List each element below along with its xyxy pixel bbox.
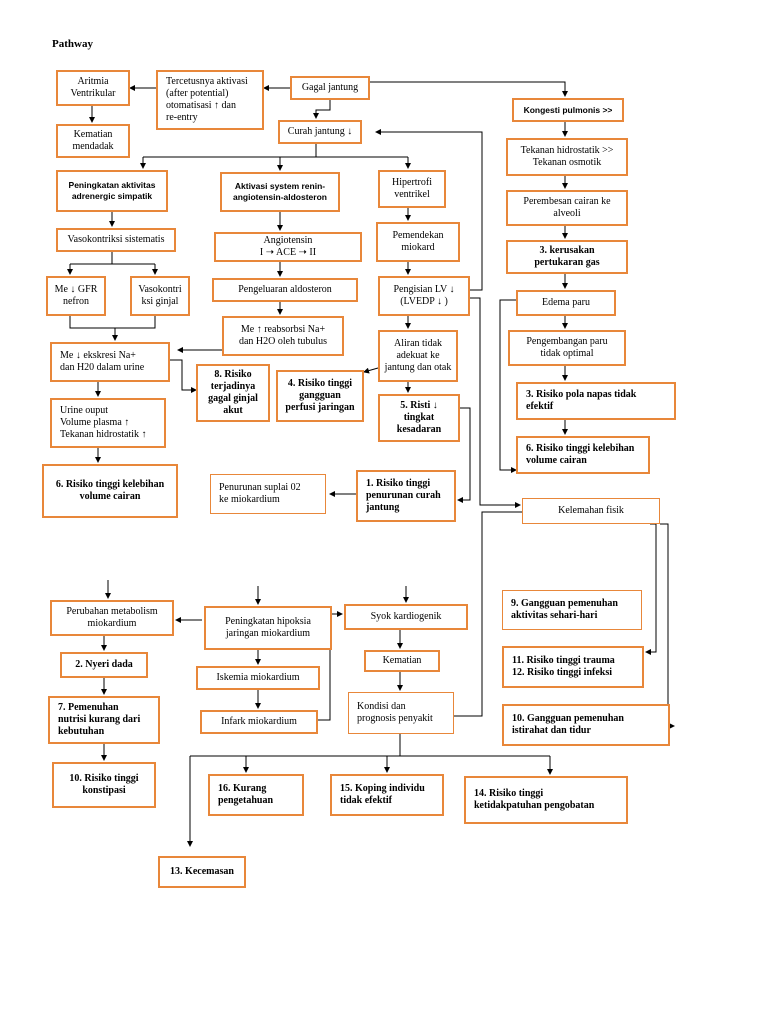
box-perfusi: 4. Risiko tinggi gangguan perfusi jaring… bbox=[276, 370, 364, 422]
box-trauma-infeksi: 11. Risiko tinggi trauma 12. Risiko ting… bbox=[502, 646, 644, 688]
box-kecemasan: 13. Kecemasan bbox=[158, 856, 246, 888]
box-aritmia: Aritmia Ventrikular bbox=[56, 70, 130, 106]
box-nyeri-dada: 2. Nyeri dada bbox=[60, 652, 148, 678]
box-tekanan-hidrostatik: Tekanan hidrostatik >> Tekanan osmotik bbox=[506, 138, 628, 176]
box-koping: 15. Koping individu tidak efektif bbox=[330, 774, 444, 816]
box-syok: Syok kardiogenik bbox=[344, 604, 468, 630]
box-urine-output: Urine ouput Volume plasma ↑ Tekanan hidr… bbox=[50, 398, 166, 448]
box-kematian-mendadak: Kematian mendadak bbox=[56, 124, 130, 158]
box-konstipasi: 10. Risiko tinggi konstipasi bbox=[52, 762, 156, 808]
box-aliran-tidak-adekuat: Aliran tidak adekuat ke jantung dan otak bbox=[378, 330, 458, 382]
box-penurunan-curah: 1. Risiko tinggi penurunan curah jantung bbox=[356, 470, 456, 522]
box-curah-jantung: Curah jantung ↓ bbox=[278, 120, 362, 144]
box-hipoksia: Peningkatan hipoksia jaringan miokardium bbox=[204, 606, 332, 650]
box-edema-paru: Edema paru bbox=[516, 290, 616, 316]
box-vasokontriksi-sistematis: Vasokontriksi sistematis bbox=[56, 228, 176, 252]
box-perubahan-metabolisme: Perubahan metabolism miokardium bbox=[50, 600, 174, 636]
box-kesadaran: 5. Risti ↓ tingkat kesadaran bbox=[378, 394, 460, 442]
box-kurang-pengetahuan: 16. Kurang pengetahuan bbox=[208, 774, 304, 816]
box-istirahat: 10. Gangguan pemenuhan istirahat dan tid… bbox=[502, 704, 670, 746]
box-tercetus: Tercetusnya aktivasi (after potential) o… bbox=[156, 70, 264, 130]
box-kongesti-pulmonis: Kongesti pulmonis >> bbox=[512, 98, 624, 122]
box-peningkatan-adrenergik: Peningkatan aktivitas adrenergic simpati… bbox=[56, 170, 168, 212]
box-gagal-jantung: Gagal jantung bbox=[290, 76, 370, 100]
box-angiotensin: Angiotensin I ➝ ACE ➝ II bbox=[214, 232, 362, 262]
box-nutrisi: 7. Pemenuhan nutrisi kurang dari kebutuh… bbox=[48, 696, 160, 744]
box-suplai-o2: Penurunan suplai 02 ke miokardium bbox=[210, 474, 326, 514]
box-gfr: Me ↓ GFR nefron bbox=[46, 276, 106, 316]
box-reabsorbsi: Me ↑ reabsorbsi Na+ dan H2O oleh tubulus bbox=[222, 316, 344, 356]
box-kelemahan-fisik: Kelemahan fisik bbox=[522, 498, 660, 524]
box-kelebihan-cairan-kanan: 6. Risiko tinggi kelebihan volume cairan bbox=[516, 436, 650, 474]
page-title: Pathway bbox=[52, 38, 93, 50]
box-pengeluaran-aldosteron: Pengeluaran aldosteron bbox=[212, 278, 358, 302]
box-pengembangan-paru: Pengembangan paru tidak optimal bbox=[508, 330, 626, 366]
box-kerusakan-gas: 3. kerusakan pertukaran gas bbox=[506, 240, 628, 274]
box-gagal-ginjal: 8. Risiko terjadinya gagal ginjal akut bbox=[196, 364, 270, 422]
box-pengisian-lv: Pengisian LV ↓ (LVEDP ↓ ) bbox=[378, 276, 470, 316]
box-gangguan-aktivitas: 9. Gangguan pemenuhan aktivitas sehari-h… bbox=[502, 590, 642, 630]
box-ketidakpatuhan: 14. Risiko tinggi ketidakpatuhan pengoba… bbox=[464, 776, 628, 824]
box-iskemia: Iskemia miokardium bbox=[196, 666, 320, 690]
box-perembesan: Perembesan cairan ke alveoli bbox=[506, 190, 628, 226]
box-kondisi: Kondisi dan prognosis penyakit bbox=[348, 692, 454, 734]
box-vasokontriksi-ginjal: Vasokontri ksi ginjal bbox=[130, 276, 190, 316]
box-kelebihan-cairan-kiri: 6. Risiko tinggi kelebihan volume cairan bbox=[42, 464, 178, 518]
box-aktivasi-renin: Aktivasi system renin- angiotensin-aldos… bbox=[220, 172, 340, 212]
box-kematian: Kematian bbox=[364, 650, 440, 672]
box-ekskresi: Me ↓ ekskresi Na+ dan H20 dalam urine bbox=[50, 342, 170, 382]
box-pemendekan: Pemendekan miokard bbox=[376, 222, 460, 262]
box-hipertrofi: Hipertrofi ventrikel bbox=[378, 170, 446, 208]
box-pola-napas: 3. Risiko pola napas tidak efektif bbox=[516, 382, 676, 420]
box-infark: Infark miokardium bbox=[200, 710, 318, 734]
